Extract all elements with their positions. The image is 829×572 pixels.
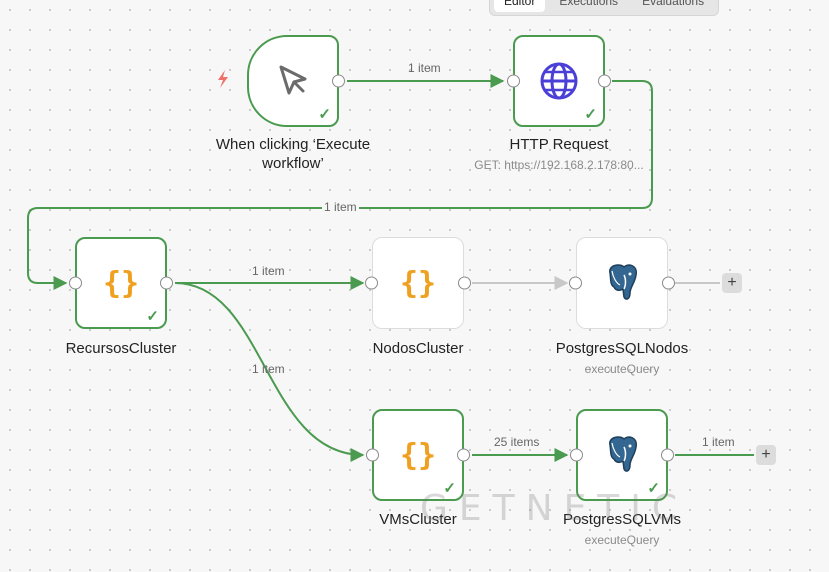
node-title-nodos: NodosCluster: [372, 340, 464, 357]
output-handle[interactable]: [332, 74, 345, 88]
node-title-pgnodos: PostgresSQLNodos: [555, 340, 689, 357]
output-handle[interactable]: [662, 276, 675, 290]
success-check-icon: ✓: [146, 308, 159, 325]
node-title-pgvms: PostgresSQLVMs: [562, 511, 682, 528]
node-subtitle-pgnodos: executeQuery: [584, 362, 660, 376]
node-nodos-cluster[interactable]: {}: [365, 237, 471, 329]
input-handle[interactable]: [365, 276, 378, 290]
input-handle[interactable]: [569, 276, 582, 290]
node-title-http: HTTP Request: [509, 136, 609, 153]
globe-icon: [540, 62, 578, 100]
view-tabs: Editor Executions Evaluations: [489, 0, 720, 16]
success-check-icon: ✓: [443, 480, 456, 497]
edge-label-pgvms-out: 1 item: [702, 435, 735, 449]
output-handle[interactable]: [661, 448, 674, 462]
postgres-elephant-icon: [609, 264, 637, 300]
node-subtitle-http: GET: https://192.168.2.178:80...: [474, 158, 644, 172]
node-http-request[interactable]: ✓: [507, 35, 611, 127]
lightning-bolt-icon: [218, 70, 228, 88]
input-handle[interactable]: [570, 448, 583, 462]
braces-icon: {}: [400, 438, 436, 473]
node-subtitle-pgvms: executeQuery: [584, 533, 660, 547]
tab-evaluations[interactable]: Evaluations: [642, 0, 705, 8]
node-title-trigger: When clicking ‘Execute workflow’: [215, 136, 371, 172]
output-handle[interactable]: [160, 276, 173, 290]
node-title-vms: VMsCluster: [379, 511, 457, 528]
svg-text:{}: {}: [103, 266, 139, 301]
svg-text:{}: {}: [400, 266, 436, 301]
edge-label-trigger-http: 1 item: [408, 61, 441, 75]
node-recursos-cluster[interactable]: {} ✓: [69, 237, 173, 329]
svg-text:{}: {}: [400, 438, 436, 473]
braces-icon: {}: [400, 266, 436, 301]
input-handle[interactable]: [366, 448, 379, 462]
tab-editor[interactable]: Editor: [494, 0, 546, 12]
node-postgres-vms[interactable]: ✓: [570, 409, 674, 501]
output-handle[interactable]: [598, 74, 611, 88]
watermark: GETNETIC: [420, 488, 689, 529]
edge-label-vms-pgvms: 25 items: [494, 435, 540, 449]
add-node-button[interactable]: +: [756, 445, 776, 465]
edge-label-recursos-vms: 1 item: [252, 362, 285, 376]
edge-label-http-recursos: 1 item: [322, 200, 359, 214]
edge-label-recursos-nodos: 1 item: [252, 264, 285, 278]
success-check-icon: ✓: [647, 480, 660, 497]
success-check-icon: ✓: [318, 106, 331, 123]
add-node-button[interactable]: +: [722, 273, 742, 293]
output-handle[interactable]: [457, 448, 470, 462]
tab-executions[interactable]: Executions: [559, 0, 619, 8]
cursor-icon: [279, 65, 307, 95]
input-handle[interactable]: [507, 74, 520, 88]
braces-icon: {}: [103, 266, 139, 301]
node-title-recursos: RecursosCluster: [65, 340, 177, 357]
output-handle[interactable]: [458, 276, 471, 290]
node-vms-cluster[interactable]: {} ✓: [366, 409, 470, 501]
postgres-elephant-icon: [609, 436, 637, 472]
node-postgres-nodos[interactable]: [569, 237, 675, 329]
edge-recursos-vms[interactable]: [174, 282, 365, 462]
success-check-icon: ✓: [584, 106, 597, 123]
input-handle[interactable]: [69, 276, 82, 290]
node-manual-trigger[interactable]: ✓: [247, 35, 345, 127]
